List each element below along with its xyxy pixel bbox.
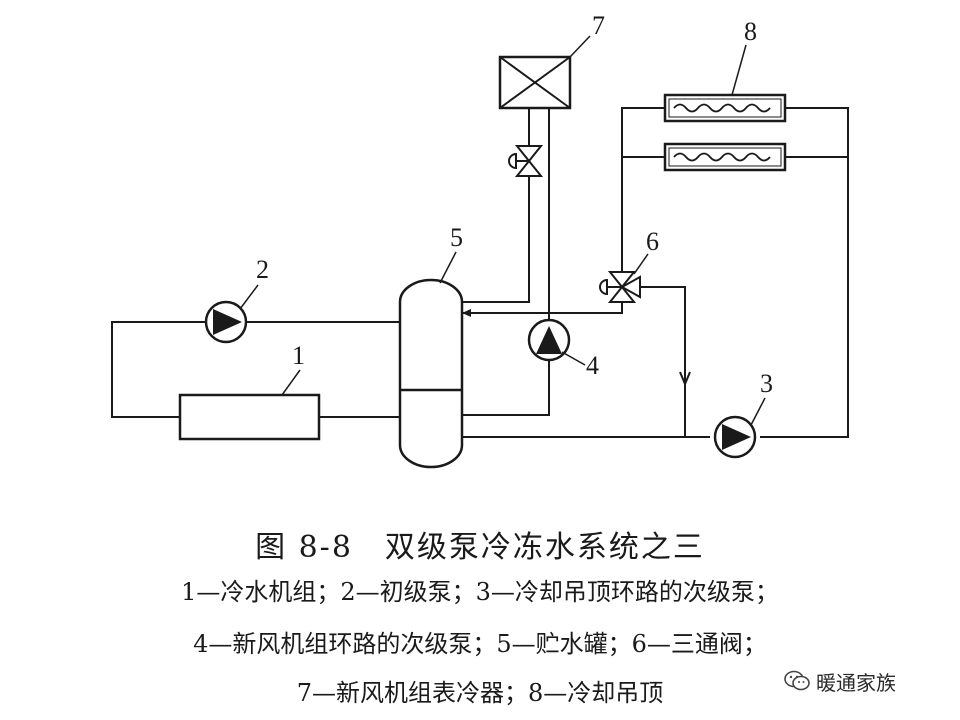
ahu-control-valve-icon [508,145,544,177]
legend-line-3: 7—新风机组表冷器；8—冷却吊顶 [296,679,664,707]
cooling-ceiling-panel-top [663,93,787,123]
primary-pump-icon [204,300,248,344]
label-chiller: 1 [292,341,305,370]
figure-title: 图 8-8 双级泵冷冻水系统之三 [255,530,705,565]
ahu-pump-icon [527,318,571,362]
pipe-ahu-return [462,177,530,303]
pipe-network [111,107,849,438]
storage-tank [398,278,464,469]
pipe-primary-return [111,321,205,418]
cooling-ceiling-panel-bottom [663,142,787,172]
watermark-text: 暖通家族 [816,670,896,695]
three-way-valve-icon [599,271,641,303]
label-cooling-ceiling: 8 [744,17,757,46]
label-ahu-pump: 4 [586,351,599,380]
pipe-tank-to-pump4 [462,360,550,416]
wechat-icon [784,670,810,691]
ahu-coil-icon [498,55,572,110]
chiller-unit [178,393,321,441]
label-primary-pump: 2 [256,255,269,284]
ceiling-pump-icon [713,415,757,459]
watermark: 暖通家族 [778,664,902,698]
label-tank: 5 [450,223,463,252]
legend-line-2: 4—新风机组环路的次级泵；5—贮水罐；6—三通阀； [193,630,767,658]
pipe-ceiling-return-upper [621,107,665,272]
bypass-arrow-icon [679,371,691,387]
label-leaders [239,35,766,426]
pipe-ceiling-supply [760,107,849,438]
pipe-valve-to-tank [462,302,623,317]
label-three-way-valve: 6 [646,227,659,256]
pipe-bypass [640,286,686,437]
label-ceiling-pump: 3 [760,369,773,398]
legend-line-1: 1—冷水机组；2—初级泵；3—冷却吊顶环路的次级泵； [181,578,779,606]
system-diagram: 1 2 3 4 5 6 7 8 [111,11,849,469]
label-ahu-coil: 7 [592,11,605,40]
